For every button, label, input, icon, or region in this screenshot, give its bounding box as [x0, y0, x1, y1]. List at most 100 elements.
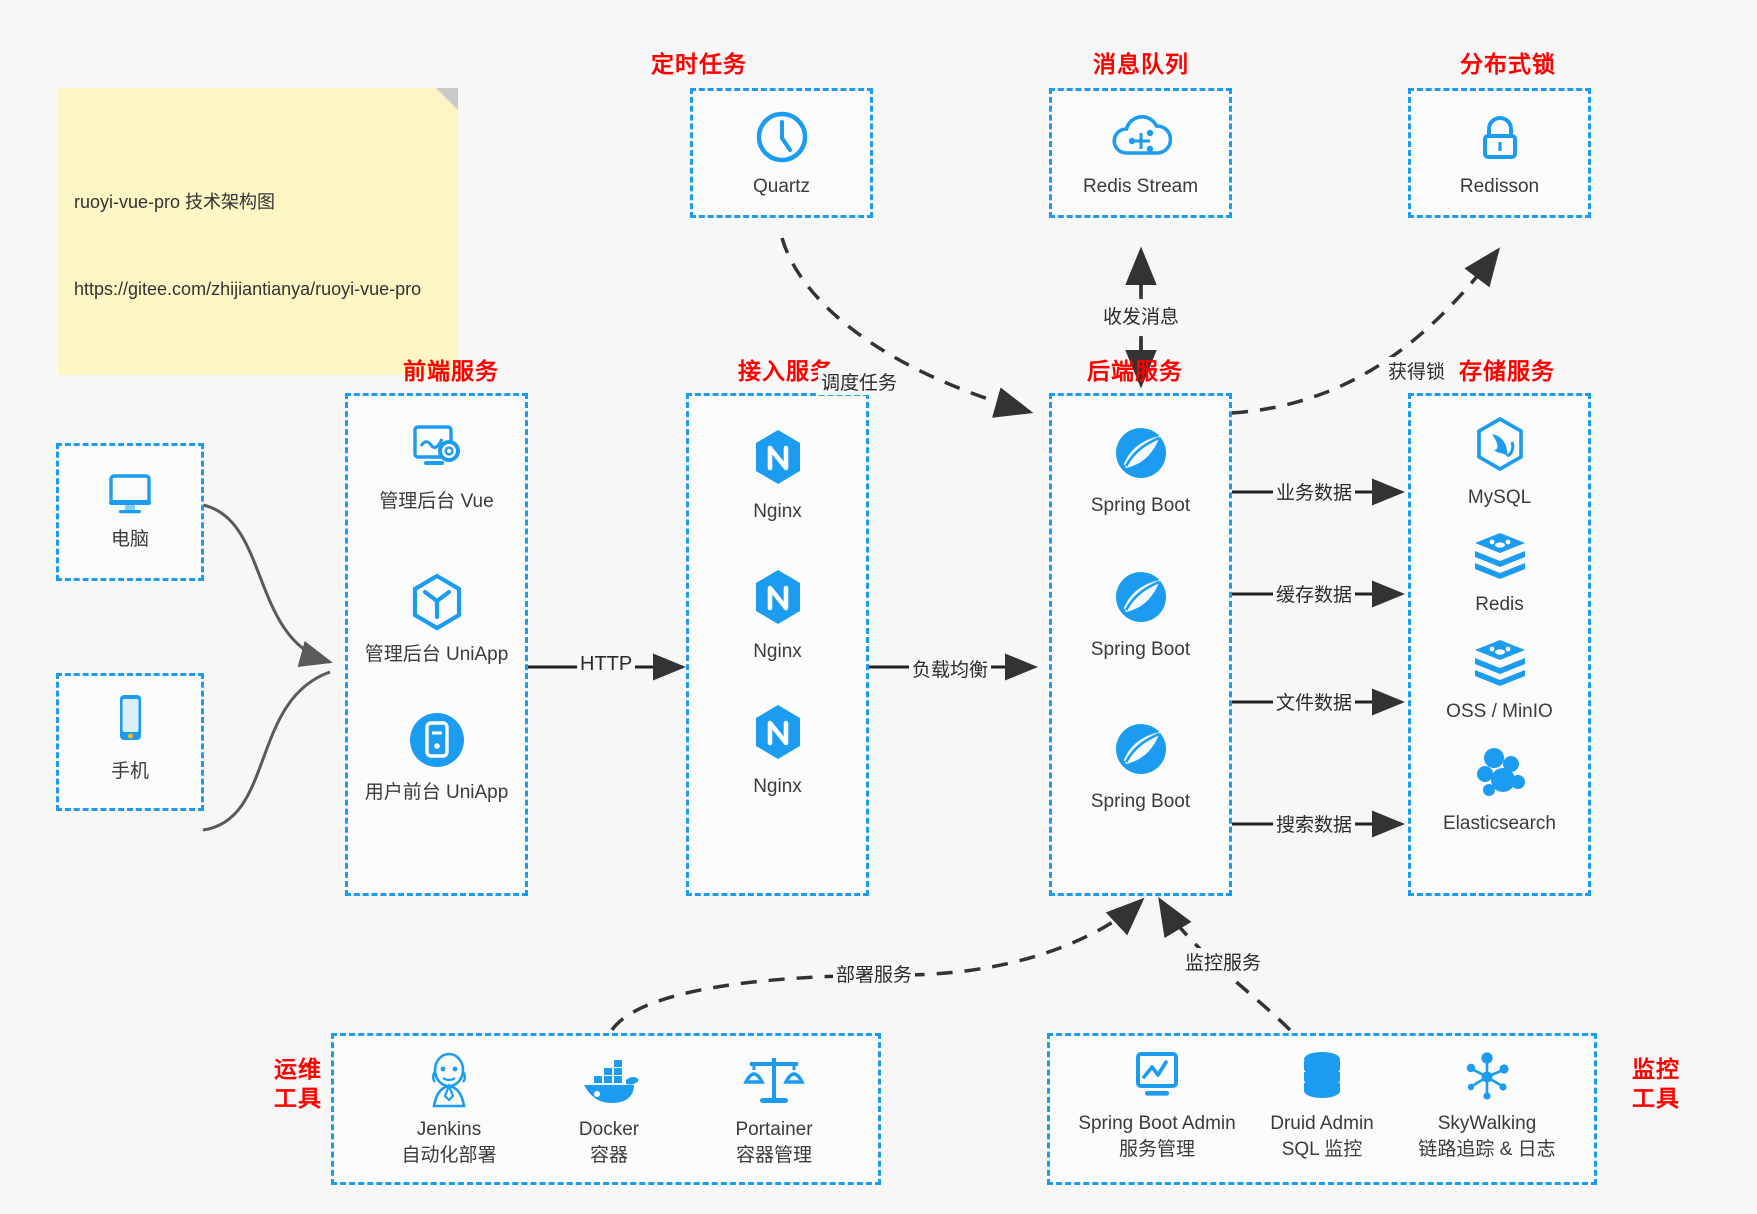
node-docker[interactable]: Docker 容器: [504, 1050, 714, 1168]
node-druid-admin[interactable]: Druid Admin SQL 监控: [1217, 1048, 1427, 1162]
group-box-storage: MySQL Redis: [1408, 393, 1591, 896]
node-user-uniapp[interactable]: 用户前台 UniApp: [348, 709, 525, 806]
edge-label-cache-data: 缓存数据: [1273, 580, 1356, 607]
database-icon: [1217, 1048, 1427, 1111]
node-label: 用户前台 UniApp: [364, 782, 509, 803]
spring-leaf-icon: [1052, 718, 1229, 785]
redis-stack-icon: [1411, 529, 1588, 588]
node-springboot-2[interactable]: Spring Boot: [1052, 566, 1229, 663]
node-springboot-3[interactable]: Spring Boot: [1052, 718, 1229, 815]
group-box-mq: Redis Stream: [1049, 88, 1232, 218]
node-label: Spring Boot: [1090, 639, 1191, 660]
group-box-backend: Spring Boot Spring Boot Spring Boot: [1049, 393, 1232, 896]
group-box-frontend: 管理后台 Vue 管理后台 UniApp 用户前台: [345, 393, 528, 896]
edge-label-messaging: 收发消息: [1100, 302, 1183, 329]
spring-leaf-icon: [1052, 422, 1229, 489]
padlock-icon: [1411, 109, 1588, 170]
node-desc: 链路追踪 & 日志: [1418, 1138, 1556, 1160]
edge-label-search-data: 搜索数据: [1273, 810, 1356, 837]
skywalking-node-icon: [1382, 1048, 1592, 1111]
group-box-gateway: Nginx Nginx Nginx: [686, 393, 869, 896]
node-jenkins[interactable]: Jenkins 自动化部署: [344, 1050, 554, 1168]
group-title-devops: 运维 工具: [258, 1055, 338, 1113]
client-box-mobile: 手机: [56, 673, 204, 811]
smartphone-icon: [59, 690, 201, 755]
nginx-icon: [689, 701, 866, 770]
node-desc: 容器管理: [735, 1144, 812, 1166]
node-label: Nginx: [753, 776, 802, 797]
node-label: Spring Boot: [1090, 495, 1191, 516]
edge-label-acquire-lock: 获得锁: [1385, 357, 1449, 384]
jenkins-butler-icon: [344, 1050, 554, 1117]
group-box-devops: Jenkins 自动化部署: [331, 1033, 881, 1185]
group-title-monitoring-line2: 工具: [1632, 1084, 1680, 1111]
node-label: Spring Boot: [1090, 791, 1191, 812]
node-nginx-3[interactable]: Nginx: [689, 701, 866, 800]
node-mysql[interactable]: MySQL: [1411, 414, 1588, 511]
group-title-scheduler: 定时任务: [651, 51, 747, 77]
node-redis[interactable]: Redis: [1411, 529, 1588, 618]
node-pc[interactable]: 电脑: [59, 464, 201, 553]
node-label: Redis Stream: [1082, 176, 1199, 197]
node-redisson[interactable]: Redisson: [1411, 109, 1588, 200]
node-elasticsearch[interactable]: Elasticsearch: [1411, 744, 1588, 837]
node-label: MySQL: [1467, 487, 1532, 508]
edge-label-load-balance: 负载均衡: [909, 655, 992, 682]
node-label: Quartz: [752, 176, 811, 197]
note-fold-corner: [436, 88, 458, 110]
group-title-mq: 消息队列: [1093, 51, 1189, 77]
mysql-dolphin-icon: [1411, 414, 1588, 481]
group-box-lock: Redisson: [1408, 88, 1591, 218]
node-label: Nginx: [753, 501, 802, 522]
node-springboot-1[interactable]: Spring Boot: [1052, 422, 1229, 519]
group-title-lock: 分布式锁: [1460, 51, 1556, 77]
monitor-chart-icon: [1052, 1048, 1262, 1111]
group-title-monitoring: 监控 工具: [1616, 1055, 1696, 1113]
group-title-monitoring-line1: 监控: [1632, 1056, 1680, 1082]
clock-icon: [693, 109, 870, 170]
dashboard-gear-icon: [348, 418, 525, 485]
node-admin-vue[interactable]: 管理后台 Vue: [348, 418, 525, 515]
node-label: Nginx: [753, 641, 802, 662]
client-box-pc: 电脑: [56, 443, 204, 581]
node-quartz[interactable]: Quartz: [693, 109, 870, 200]
node-label: Redis: [1475, 594, 1524, 615]
group-box-scheduler: Quartz: [690, 88, 873, 218]
desktop-icon: [59, 464, 201, 523]
node-redis-stream[interactable]: Redis Stream: [1052, 109, 1229, 200]
redis-stack-icon: [1411, 636, 1588, 695]
node-desc: 服务管理: [1118, 1138, 1195, 1160]
cloud-stream-icon: [1052, 109, 1229, 170]
group-title-frontend: 前端服务: [403, 358, 499, 384]
node-oss-minio[interactable]: OSS / MinIO: [1411, 636, 1588, 725]
note-line-1: ruoyi-vue-pro 技术架构图: [74, 192, 276, 213]
node-admin-uniapp[interactable]: 管理后台 UniApp: [348, 571, 525, 668]
node-mobile[interactable]: 手机: [59, 690, 201, 785]
group-box-monitoring: Spring Boot Admin 服务管理 Druid Admin SQL 监…: [1047, 1033, 1597, 1185]
node-desc: 自动化部署: [401, 1144, 497, 1166]
group-title-backend: 后端服务: [1087, 358, 1183, 384]
node-spring-boot-admin[interactable]: Spring Boot Admin 服务管理: [1052, 1048, 1262, 1162]
node-label: 管理后台 Vue: [379, 491, 494, 512]
node-label: 管理后台 UniApp: [364, 644, 509, 665]
edge-label-schedule-task: 调度任务: [818, 368, 901, 395]
node-portainer[interactable]: Portainer 容器管理: [669, 1050, 879, 1168]
node-desc: 容器: [589, 1144, 628, 1166]
node-nginx-2[interactable]: Nginx: [689, 566, 866, 665]
node-name: Druid Admin: [1270, 1113, 1374, 1134]
node-name: Docker: [578, 1119, 640, 1140]
node-skywalking[interactable]: SkyWalking 链路追踪 & 日志: [1382, 1048, 1592, 1162]
node-desc: SQL 监控: [1281, 1138, 1363, 1160]
nginx-icon: [689, 426, 866, 495]
edge-label-biz-data: 业务数据: [1273, 478, 1356, 505]
group-title-gateway: 接入服务: [738, 358, 834, 384]
edge-label-deploy-service: 部署服务: [833, 960, 916, 987]
node-label: 手机: [110, 761, 149, 782]
note-line-2: https://gitee.com/zhijiantianya/ruoyi-vu…: [74, 278, 422, 299]
spring-leaf-icon: [1052, 566, 1229, 633]
group-title-storage: 存储服务: [1459, 358, 1555, 384]
node-name: Spring Boot Admin: [1078, 1113, 1236, 1134]
node-name: Portainer: [735, 1119, 813, 1140]
node-nginx-1[interactable]: Nginx: [689, 426, 866, 525]
